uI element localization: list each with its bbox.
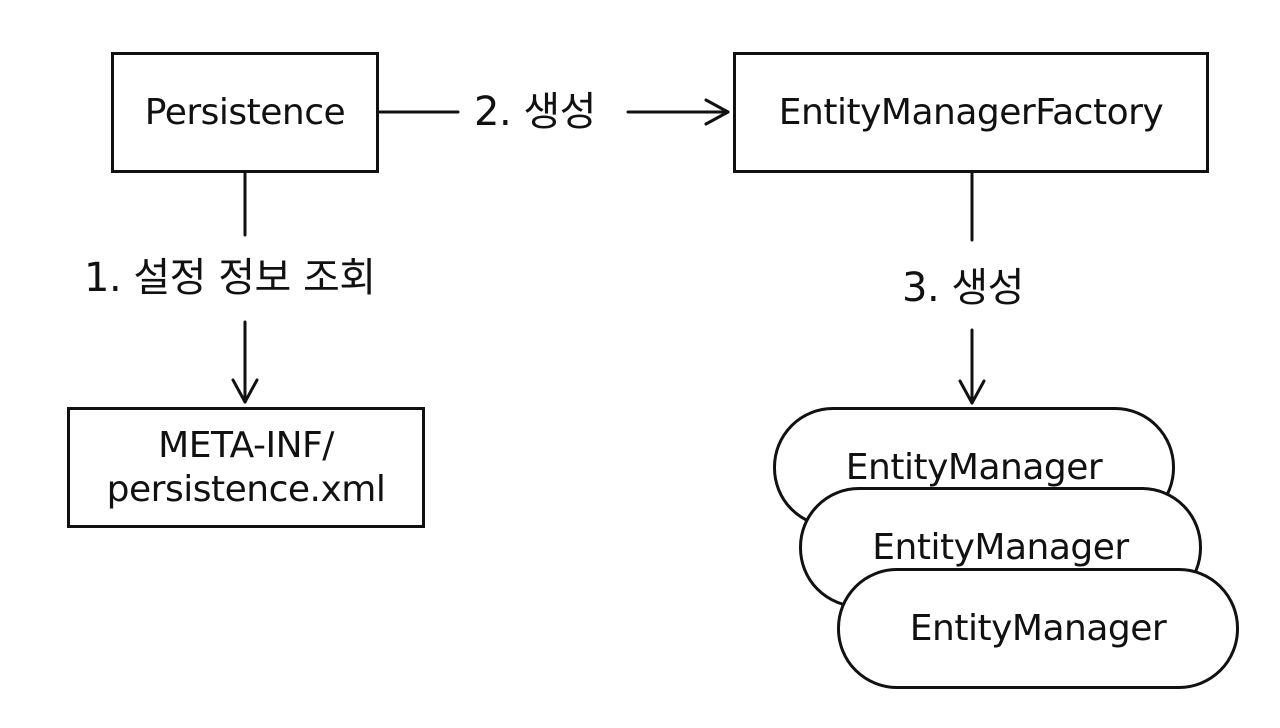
entity-manager-label: EntityManager: [845, 447, 1103, 488]
persistence-label: Persistence: [144, 91, 346, 133]
edge-step3-arrowhead: [958, 379, 986, 405]
entity-manager-factory-box: EntityManagerFactory: [733, 52, 1209, 173]
persistence-xml-line1: META-INF/: [158, 425, 334, 467]
edge-step1-label: 1. 설정 정보 조회: [84, 255, 376, 301]
edge-step2-label: 2. 생성: [474, 89, 596, 135]
persistence-xml-box: META-INF/ persistence.xml: [67, 407, 425, 528]
entity-manager-pill: EntityManager: [837, 568, 1239, 689]
edge-step1-arrowhead: [231, 378, 259, 404]
entity-manager-label: EntityManager: [909, 608, 1167, 649]
entity-manager-label: EntityManager: [872, 527, 1129, 568]
edge-step3-label: 3. 생성: [902, 265, 1024, 311]
edge-step2-arrowhead: [704, 98, 730, 126]
entity-manager-factory-label: EntityManagerFactory: [778, 91, 1164, 133]
persistence-box: Persistence: [111, 52, 379, 173]
persistence-xml-line2: persistence.xml: [106, 468, 386, 510]
